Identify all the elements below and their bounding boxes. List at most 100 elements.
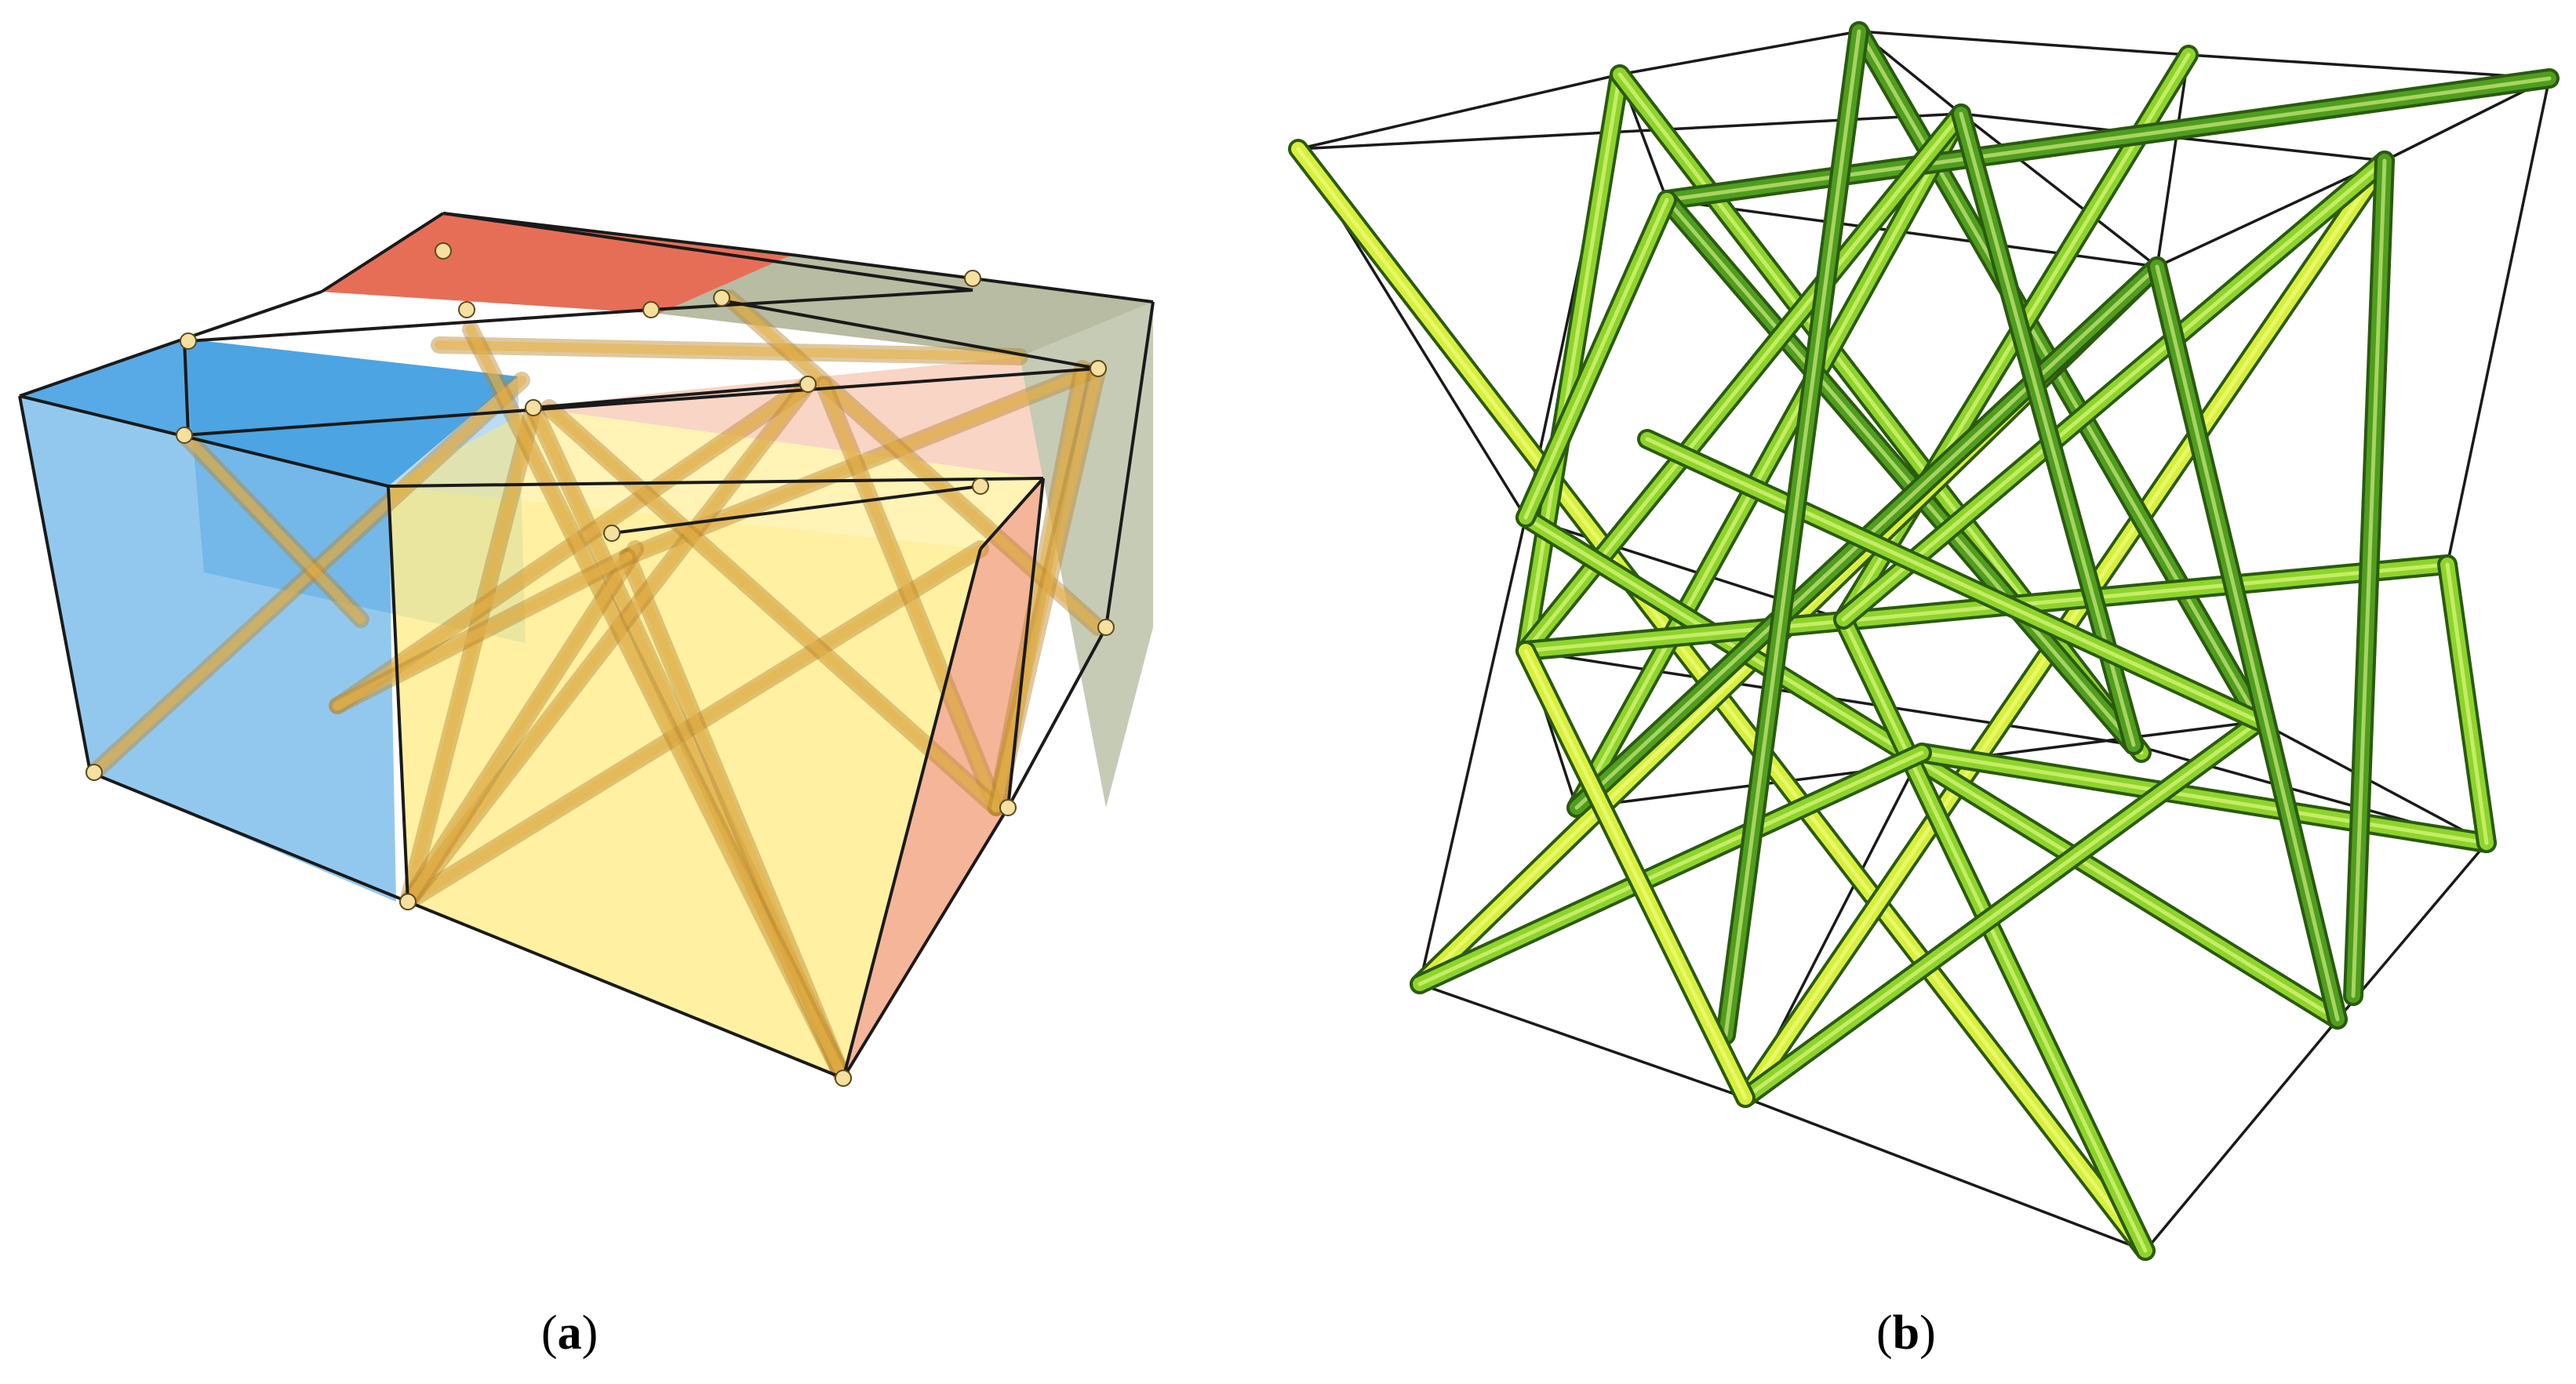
olive-cube-side	[1020, 302, 1153, 808]
cube-edge	[320, 212, 445, 293]
strut-highlight	[1841, 617, 2148, 1253]
joint-node	[799, 376, 817, 393]
orange-cube-top	[533, 357, 1043, 478]
joint-node	[525, 399, 542, 416]
cable	[1297, 73, 1621, 151]
strut	[333, 380, 813, 710]
strut-highlight	[1523, 562, 2450, 653]
joint-node	[180, 332, 197, 350]
blue-cube-front	[20, 396, 396, 902]
strut-bars	[86, 289, 1107, 1087]
strut-highlight	[1417, 750, 1924, 986]
strut	[544, 403, 1001, 812]
cube-edge	[533, 383, 809, 409]
cube-edge	[387, 477, 1044, 488]
orange-cube-side	[843, 478, 1043, 1078]
strut-highlight	[1841, 158, 2387, 622]
cube-edge	[19, 394, 389, 488]
strut	[466, 325, 848, 1083]
joint-node	[713, 289, 730, 307]
strut-highlight	[1919, 750, 2489, 845]
cable	[2258, 720, 2487, 845]
joint-node	[1090, 360, 1107, 377]
cube-edge	[89, 771, 409, 903]
strut	[403, 380, 813, 906]
cube-edge	[1006, 478, 1045, 808]
cube-edge	[387, 485, 409, 903]
cable	[1959, 112, 2159, 268]
joint-node	[603, 525, 620, 542]
cable	[2156, 159, 2385, 268]
joint-node	[176, 427, 193, 444]
green-strut-bars	[1288, 21, 2560, 1261]
strut-highlight	[2155, 264, 2340, 1022]
strut	[623, 364, 1103, 561]
cube-edge	[611, 485, 981, 535]
joint-node	[835, 1070, 852, 1087]
cube-faces	[20, 213, 1153, 1078]
cube-edge	[1104, 301, 1155, 628]
caption-a: (a)	[541, 1306, 599, 1360]
red-cube-top	[322, 213, 792, 314]
cable	[1297, 112, 1962, 151]
cable	[1619, 30, 1860, 76]
joint-node	[964, 270, 981, 287]
strut	[333, 552, 632, 710]
tensegrity-cube-assembly-a	[18, 212, 1155, 1087]
joint-node	[399, 893, 417, 910]
cube-edge	[650, 289, 973, 311]
strut	[403, 544, 640, 906]
cable	[1858, 30, 2189, 56]
strut-highlight	[1523, 648, 1748, 1100]
strut-highlight	[1665, 76, 2552, 202]
caption-b: (b)	[1876, 1306, 1936, 1360]
joint-nodes	[86, 242, 1115, 1087]
cube-edge	[979, 477, 1045, 550]
strut	[403, 403, 538, 906]
strut	[725, 293, 1103, 632]
joint-node	[86, 764, 103, 781]
joint-node	[642, 301, 660, 318]
cube-edge	[183, 338, 190, 436]
blue-cube-top	[20, 339, 518, 486]
strut-highlight	[1523, 198, 1669, 520]
strut	[819, 380, 1001, 812]
joint-node	[999, 799, 1017, 816]
cube-edge	[842, 548, 982, 1079]
cable	[2156, 54, 2190, 267]
cube-edge	[407, 900, 844, 1080]
tensegrity-lattice-b	[1288, 21, 2560, 1261]
joint-node	[972, 478, 989, 495]
strut-highlight	[1743, 719, 2261, 1100]
strut	[89, 376, 526, 777]
strut-highlight	[1665, 198, 2136, 747]
strut-highlight	[1523, 515, 2340, 1022]
strut-highlight	[2445, 562, 2489, 845]
cube-edge	[184, 290, 322, 340]
cable	[1745, 1096, 2146, 1252]
cube-edge	[442, 212, 973, 292]
strut-highlight	[1523, 72, 1622, 653]
strut	[991, 364, 1103, 812]
strut	[184, 434, 366, 624]
cube-edges	[18, 212, 1155, 1080]
cube-edge	[842, 806, 1010, 1080]
joint-node	[1097, 619, 1115, 636]
cube-edge	[187, 308, 652, 343]
cable	[1419, 983, 1746, 1099]
cable	[2188, 53, 2550, 80]
cube-edge	[19, 337, 185, 398]
cable	[1418, 517, 1527, 985]
cube-edge	[729, 300, 1099, 370]
strut-highlight	[1574, 111, 1963, 810]
strut-highlight	[1645, 437, 2261, 724]
cube-edge	[184, 367, 1099, 437]
joint-node	[458, 301, 475, 318]
strut	[435, 340, 1024, 361]
cube-edge	[1006, 627, 1108, 808]
yellow-cube-front	[388, 486, 981, 1078]
olive-cube-top	[659, 255, 1153, 357]
cube-edge	[18, 395, 92, 773]
cable	[2446, 78, 2551, 565]
